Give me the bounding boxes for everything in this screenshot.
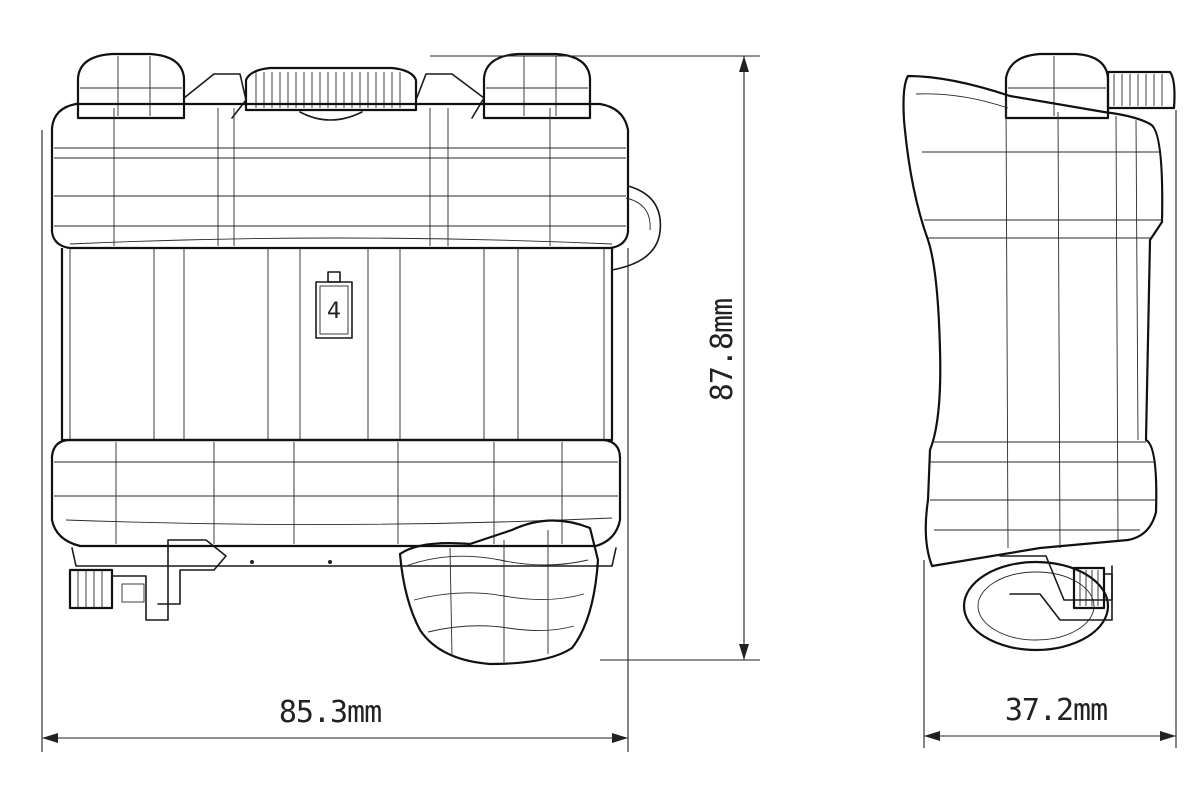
lower-body xyxy=(50,438,622,567)
left-latch xyxy=(68,539,332,621)
height-dimension-label: 87.8mm xyxy=(705,299,740,401)
side-body xyxy=(902,74,1164,568)
left-top-knob xyxy=(76,52,186,120)
front-view: 4 xyxy=(50,52,662,666)
lanyard-loop xyxy=(611,185,662,271)
depth-dimension: 37.2mm xyxy=(923,110,1177,748)
width-dimension-label: 85.3mm xyxy=(279,695,381,730)
side-bottom-wheel xyxy=(962,555,1113,652)
middle-body xyxy=(60,248,614,442)
width-dimension: 85.3mm xyxy=(41,130,629,752)
bottom-clip xyxy=(398,519,600,666)
battery-level-label: 4 xyxy=(327,299,341,324)
center-cap xyxy=(244,66,418,121)
depth-dimension-label: 37.2mm xyxy=(1005,693,1107,728)
side-view xyxy=(902,52,1176,652)
side-top-knob xyxy=(1004,52,1110,120)
height-dimension: 87.8mm xyxy=(430,55,760,661)
right-top-knob xyxy=(482,52,592,120)
upper-body xyxy=(50,102,630,250)
side-latch xyxy=(1009,566,1113,621)
side-cap xyxy=(1106,70,1176,110)
battery-icon: 4 xyxy=(315,271,353,339)
